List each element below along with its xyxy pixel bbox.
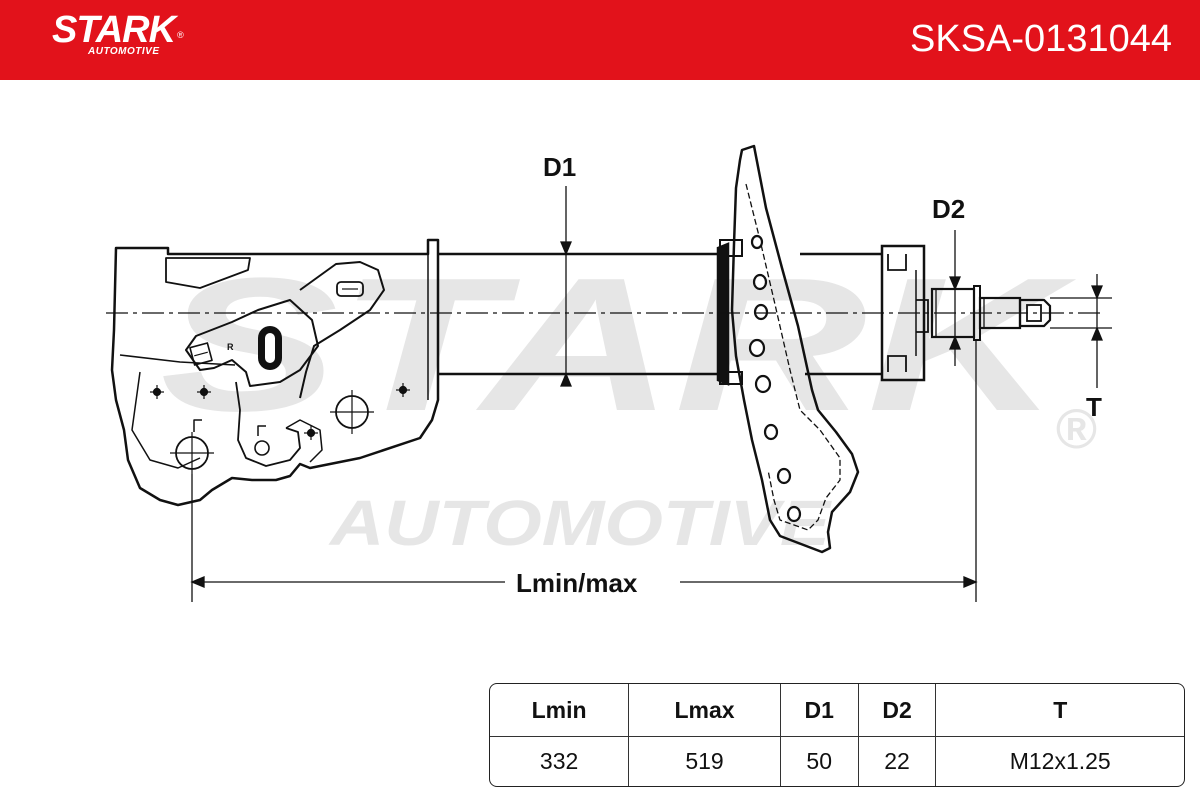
- stark-logo: STARK® AUTOMOTIVE: [52, 8, 184, 57]
- shock-absorber-drawing: R: [106, 144, 1112, 602]
- watermark-registered: ®: [1055, 397, 1097, 460]
- label-d2: D2: [932, 194, 966, 224]
- watermark-sub: AUTOMOTIVE: [328, 487, 833, 559]
- spec-header-d1: D1: [780, 684, 859, 737]
- strut-bracket: [110, 238, 440, 507]
- spec-header-lmin: Lmin: [490, 684, 630, 737]
- part-marking: R: [227, 342, 234, 352]
- spec-value-lmax: 519: [629, 737, 781, 786]
- spec-value-d2: 22: [859, 737, 937, 786]
- spec-value-t: M12x1.25: [1009, 748, 1111, 774]
- spec-header-t: T: [936, 684, 1184, 737]
- spec-value-d1: 50: [781, 737, 859, 786]
- logo-brand: STARK: [52, 9, 176, 51]
- spec-header-d2: D2: [858, 684, 937, 737]
- label-length: Lmin/max: [516, 568, 638, 598]
- spec-value-lmin: 332: [490, 737, 630, 786]
- logo-registered: ®: [177, 30, 184, 40]
- spec-value-row: 332 519 50 22 M12x1.25: [490, 737, 1184, 786]
- label-t: T: [1086, 392, 1102, 422]
- logo-sub: AUTOMOTIVE: [88, 46, 160, 57]
- spec-header-lmax: Lmax: [629, 684, 781, 737]
- label-d1: D1: [543, 152, 577, 182]
- header-bar: STARK® AUTOMOTIVE SKSA-0131044: [0, 0, 1200, 80]
- part-number: SKSA-0131044: [910, 18, 1172, 60]
- spec-table: Lmin Lmax D1 D2 T 332 519 50 22 M12x1.25: [489, 683, 1185, 787]
- spec-header-row: Lmin Lmax D1 D2 T: [490, 684, 1184, 737]
- spring-plate: [730, 144, 860, 554]
